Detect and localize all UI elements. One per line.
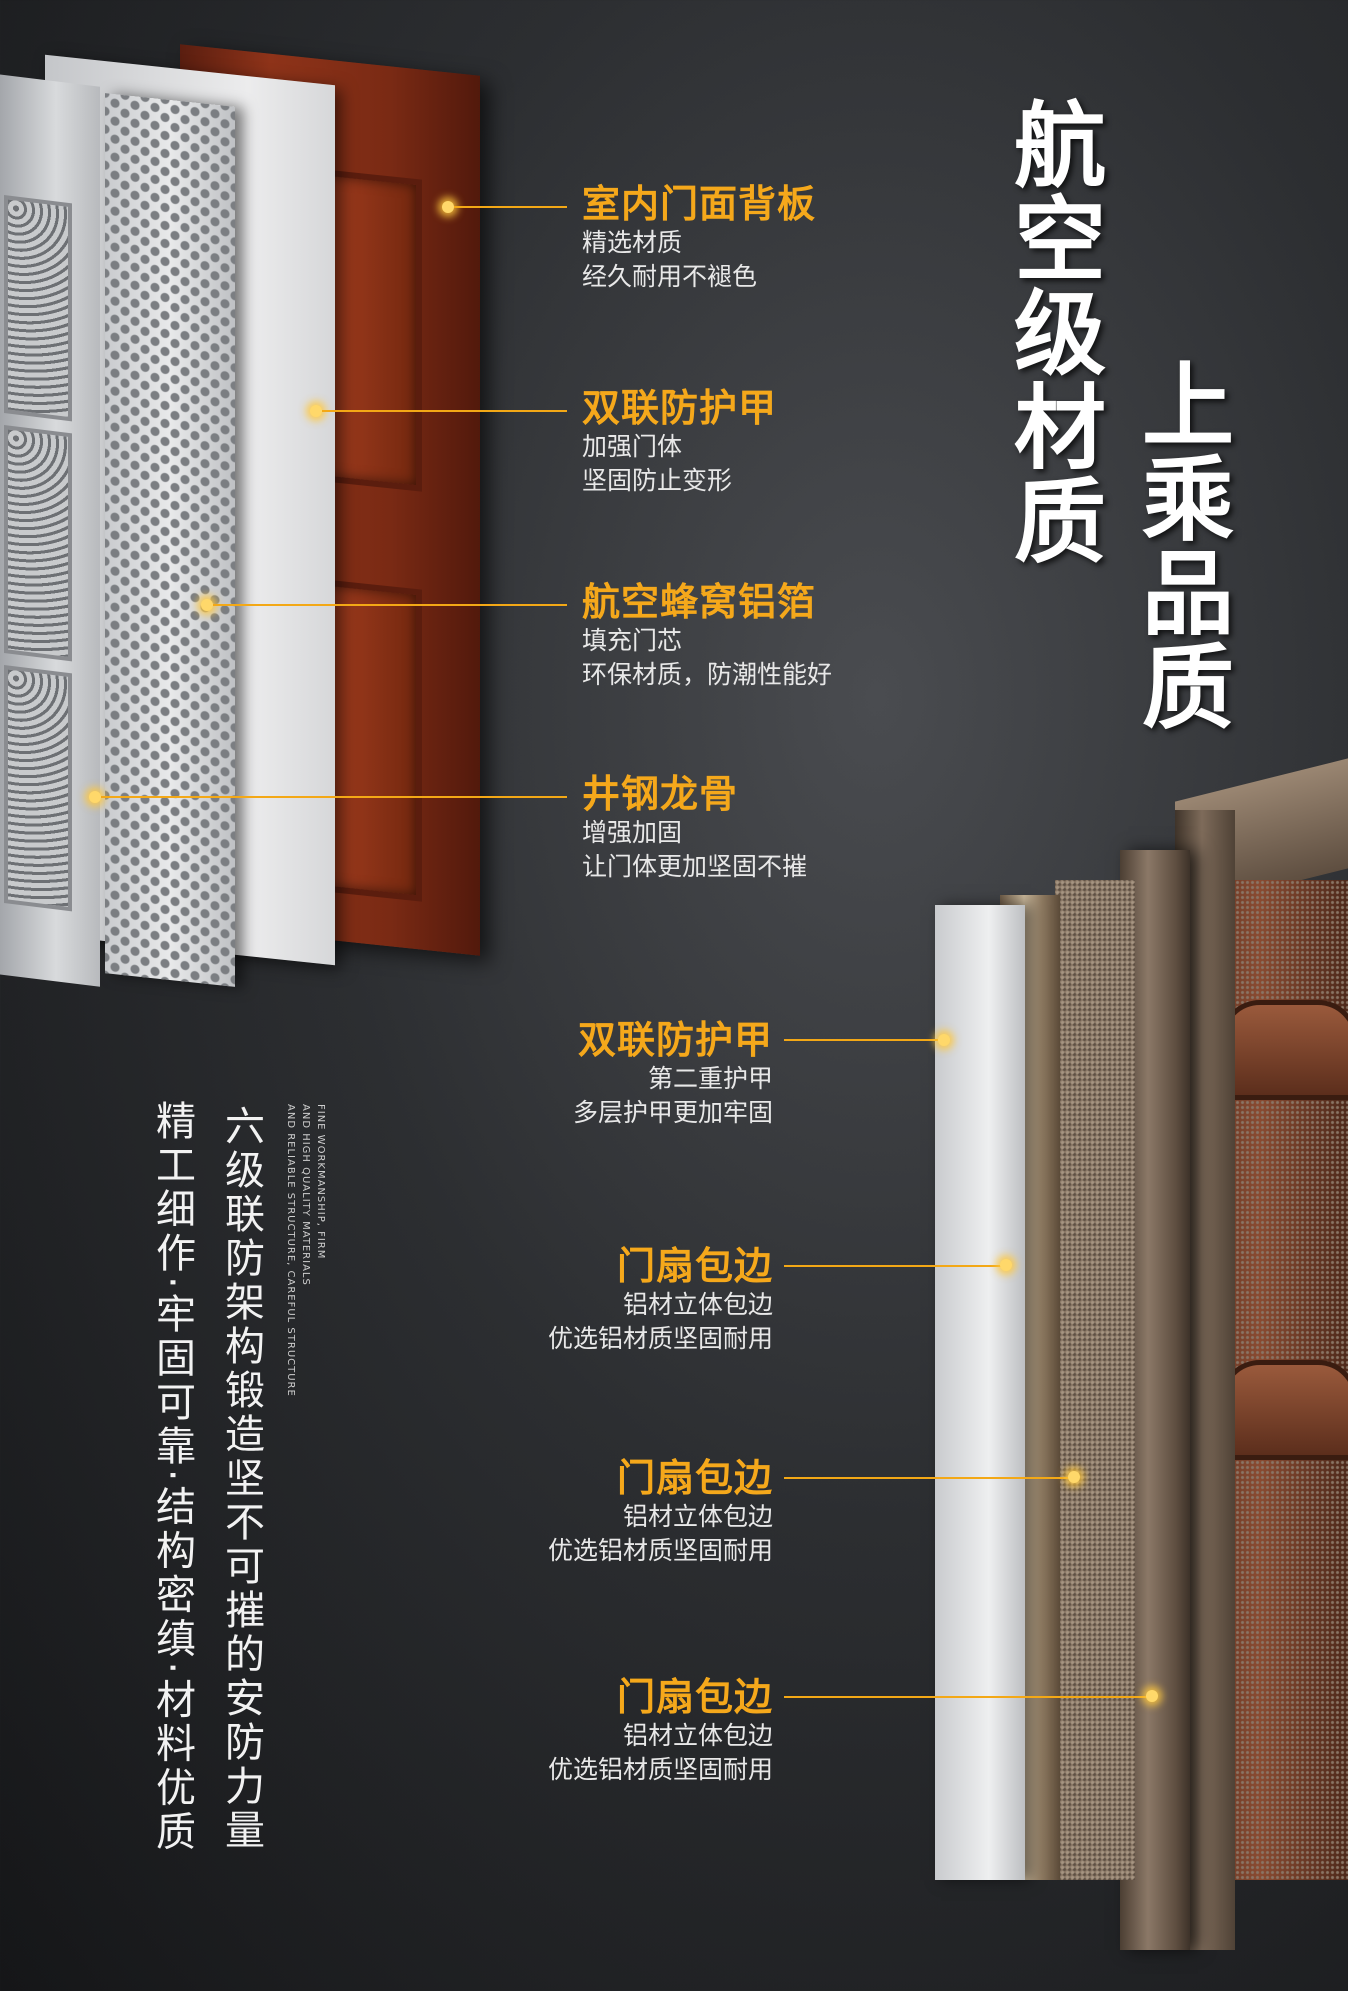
english-line: FINE WORKMANSHIP, FIRM (315, 1104, 326, 1260)
callout-honeycomb: 航空蜂窝铝箔 填充门芯 环保材质，防潮性能好 (582, 580, 832, 692)
armor-sheet-bottom (935, 905, 1025, 1880)
title-char: 乘 (1141, 447, 1234, 554)
callout-steel-keel: 井钢龙骨 增强加固 让门体更加坚固不摧 (582, 772, 807, 884)
english-line: AND HIGH QUALITY MATERIALS (300, 1104, 311, 1286)
callout-line-text: 经久耐用不褪色 (582, 262, 758, 291)
title-col-1: 航 空 级 材 质 (1010, 100, 1110, 570)
callout-line-text: 优选铝材质坚固耐用 (547, 1536, 773, 1565)
callout-double-armor: 双联防护甲 加强门体 坚固防止变形 (582, 386, 777, 498)
title-char: 材 (1013, 375, 1106, 482)
callout-line-text: 优选铝材质坚固耐用 (547, 1755, 773, 1784)
title-char: 品 (1141, 541, 1234, 648)
callout-title: 门扇包边 (616, 1456, 773, 1500)
callout-line (322, 410, 567, 412)
callout-edge-1: 门扇包边 铝材立体包边 优选铝材质坚固耐用 (548, 1244, 773, 1356)
title-char: 质 (1013, 469, 1106, 576)
title-char: 质 (1141, 635, 1234, 742)
callout-line (101, 796, 567, 798)
callout-dot (1068, 1471, 1080, 1483)
title-col-2: 上 乘 品 质 (1138, 360, 1238, 736)
callout-line-text: 坚固防止变形 (582, 466, 733, 495)
textured-sheet (1055, 880, 1135, 1880)
callout-dot (1146, 1690, 1158, 1702)
callout-double-armor-2: 双联防护甲 第二重护甲 多层护甲更加牢固 (573, 1018, 773, 1130)
callout-line-text: 环保材质，防潮性能好 (582, 660, 833, 689)
callout-line (784, 1039, 938, 1041)
callout-title: 双联防护甲 (582, 386, 778, 430)
steel-frame (0, 73, 100, 987)
callout-title: 门扇包边 (616, 1675, 773, 1719)
title-char: 级 (1013, 281, 1106, 388)
callout-line-text: 第二重护甲 (647, 1064, 773, 1093)
callout-title: 室内门面背板 (582, 182, 817, 226)
callout-interior-panel: 室内门面背板 精选材质 经久耐用不褪色 (582, 182, 816, 294)
callout-line-text: 铝材立体包边 (622, 1721, 773, 1750)
callout-edge-3: 门扇包边 铝材立体包边 优选铝材质坚固耐用 (548, 1675, 773, 1787)
title-char: 空 (1013, 187, 1106, 294)
callout-line-text: 铝材立体包边 (622, 1290, 773, 1319)
callout-dot (1000, 1259, 1012, 1271)
title-char: 上 (1141, 353, 1234, 460)
callout-line-text: 增强加固 (582, 818, 683, 847)
callout-line-text: 优选铝材质坚固耐用 (547, 1324, 773, 1353)
callout-dot (938, 1034, 950, 1046)
callout-line (213, 604, 567, 606)
callout-title: 航空蜂窝铝箔 (582, 580, 817, 624)
callout-title: 井钢龙骨 (582, 772, 739, 816)
english-line: AND RELIABLE STRUCTURE, CAREFUL STRUCTUR… (285, 1104, 296, 1397)
callout-line (784, 1477, 1070, 1479)
slogan-main: 六级联防架构锻造坚不可摧的安防力量 (218, 1105, 264, 1853)
callout-line (454, 206, 567, 208)
callout-line-text: 让门体更加坚固不摧 (582, 852, 808, 881)
callout-dot (89, 791, 101, 803)
callout-line-text: 铝材立体包边 (622, 1502, 773, 1531)
callout-line-text: 多层护甲更加牢固 (572, 1098, 773, 1127)
callout-line-text: 精选材质 (582, 228, 683, 257)
callout-title: 门扇包边 (616, 1244, 773, 1288)
callout-line (784, 1696, 1150, 1698)
callout-title: 双联防护甲 (577, 1018, 773, 1062)
callout-line (784, 1265, 1003, 1267)
honeycomb-core (105, 93, 235, 987)
slogan-english: FINE WORKMANSHIP, FIRM AND HIGH QUALITY … (283, 1104, 328, 1397)
callout-dot (310, 405, 322, 417)
callout-edge-2: 门扇包边 铝材立体包边 优选铝材质坚固耐用 (548, 1456, 773, 1568)
callout-line-text: 加强门体 (582, 432, 683, 461)
slogan-secondary: 精工细作·牢固可靠·结构密缜·材料优质 (149, 1100, 195, 1855)
callout-line-text: 填充门芯 (582, 626, 683, 655)
callout-dot (442, 201, 454, 213)
callout-dot (201, 599, 213, 611)
title-char: 航 (1013, 93, 1106, 200)
